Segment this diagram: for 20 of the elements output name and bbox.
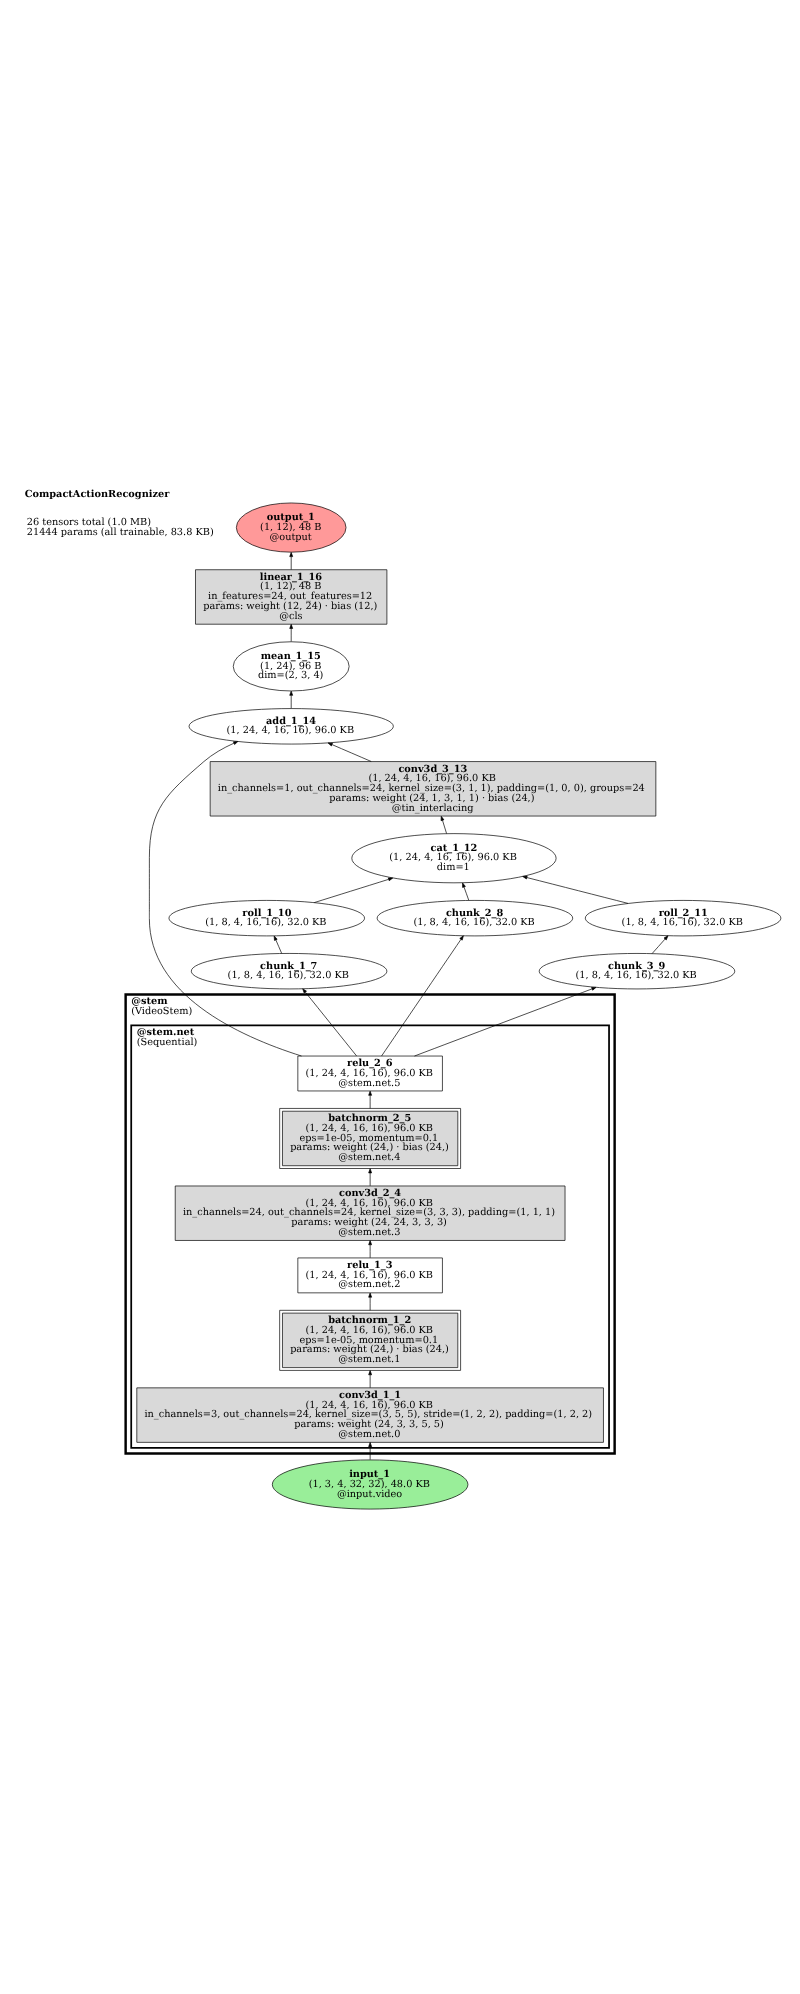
- arrow: [289, 551, 293, 569]
- arrow: [368, 1167, 372, 1186]
- arrow: [313, 876, 394, 902]
- arrow: [289, 689, 293, 708]
- arrow: [149, 740, 302, 1056]
- arrow: [302, 987, 357, 1056]
- arrow: [522, 874, 629, 903]
- arrow: [289, 622, 293, 641]
- arrow: [462, 881, 470, 900]
- arrow: [368, 1089, 372, 1108]
- arrow: [327, 741, 372, 761]
- arrow: [368, 1291, 372, 1310]
- arrow: [368, 1369, 372, 1388]
- arrow: [440, 814, 447, 833]
- arrow: [381, 934, 464, 1056]
- arrow: [273, 934, 282, 953]
- arrow: [651, 934, 669, 953]
- arrow: [368, 1239, 372, 1258]
- arrow: [414, 986, 597, 1056]
- arrow: [368, 1441, 372, 1459]
